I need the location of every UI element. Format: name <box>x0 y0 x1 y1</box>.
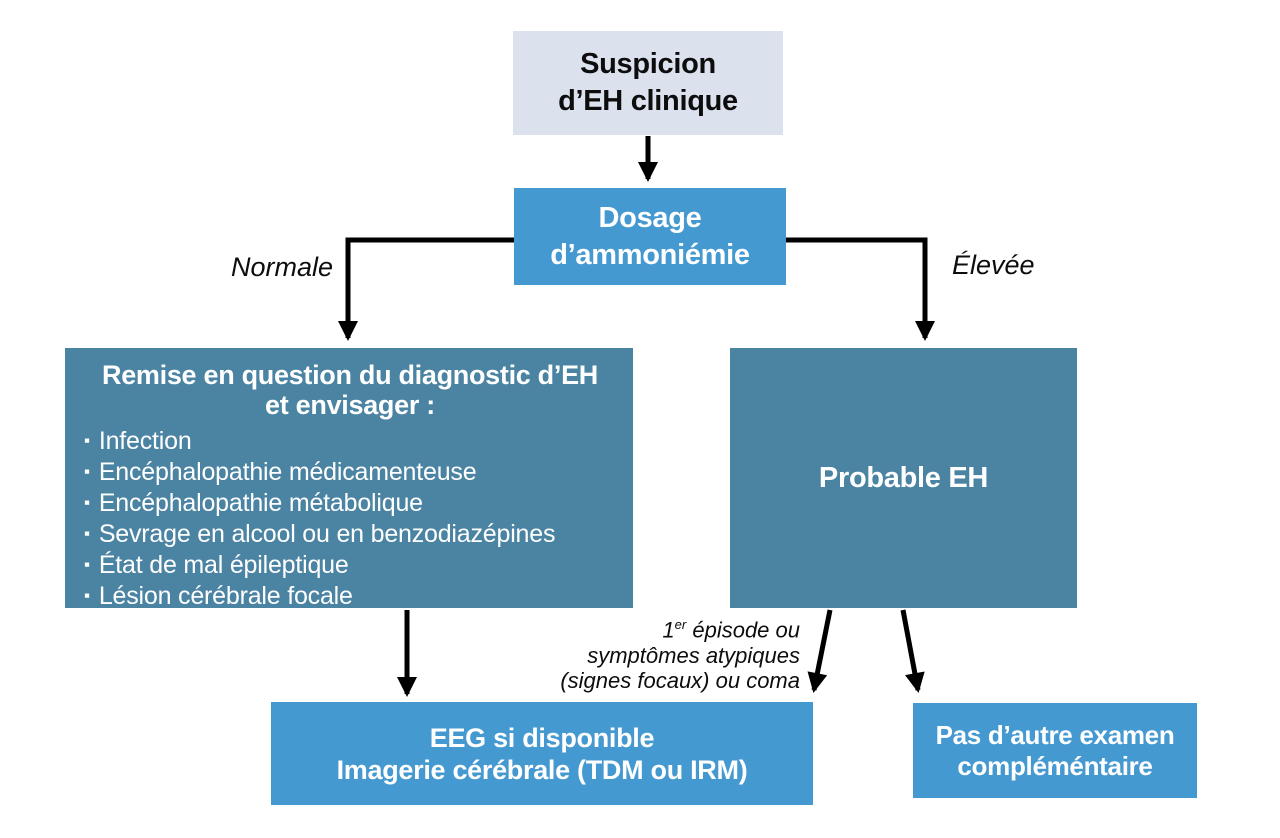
square-bullet-icon: ▪ <box>84 431 90 450</box>
no-exam-line1: Pas d’autre examen <box>935 719 1175 750</box>
eeg-box: EEG si disponible Imagerie cérébrale (TD… <box>271 702 813 805</box>
list-item: ▪ Sevrage en alcool ou en benzodiazépine… <box>81 520 619 551</box>
list-item-label: Encéphalopathie médicamenteuse <box>98 458 477 486</box>
episode-num: 1 <box>662 617 675 643</box>
reconsider-box: Remise en question du diagnostic d’EH et… <box>65 348 633 610</box>
list-item: ▪ État de mal épileptique <box>81 551 619 582</box>
square-bullet-icon: ▪ <box>84 462 90 481</box>
arrow-dosage-to-probable <box>786 237 935 341</box>
list-item-label: Lésion cérébrale focale <box>98 582 353 610</box>
dosage-line2: d’ammoniémie <box>550 238 750 271</box>
no-exam-box: Pas d’autre examen compléméntaire <box>913 703 1197 798</box>
dosage-line1: Dosage <box>598 201 702 234</box>
episode-label-line3: (signes focaux) ou coma <box>560 668 800 694</box>
episode-label-line2: symptômes atypiques <box>587 642 800 668</box>
reconsider-list: ▪ Infection ▪ Encéphalopathie médicament… <box>81 427 619 613</box>
square-bullet-icon: ▪ <box>84 493 90 512</box>
square-bullet-icon: ▪ <box>84 555 90 574</box>
list-item-label: Sevrage en alcool ou en benzodiazépines <box>98 520 556 548</box>
probable-eh-label: Probable EH <box>818 461 989 494</box>
edge-label-episode: 1er épisode ou symptômes atypiques (sign… <box>520 612 800 694</box>
eeg-line1: EEG si disponible <box>429 722 655 753</box>
episode-rest: épisode ou <box>686 617 800 643</box>
arrow-probable-to-eeg <box>807 609 833 693</box>
list-item-label: État de mal épileptique <box>98 551 349 579</box>
suspicion-line1: Suspicion <box>580 48 716 80</box>
edge-label-normale: Normale <box>230 252 333 282</box>
episode-label-line1: 1er épisode ou <box>520 612 800 643</box>
list-item: ▪ Encéphalopathie métabolique <box>81 489 619 520</box>
probable-eh-box: Probable EH <box>730 348 1077 608</box>
arrow-dosage-to-reconsider <box>338 237 514 341</box>
reconsider-title-line2: et envisager : <box>265 390 435 420</box>
list-item: ▪ Encéphalopathie médicamenteuse <box>81 458 619 489</box>
edge-label-elevee: Élevée <box>952 250 1035 280</box>
dosage-box: Dosage d’ammoniémie <box>514 188 786 285</box>
reconsider-title-line1: Remise en question du diagnostic d’EH <box>102 360 598 390</box>
list-item-label: Infection <box>98 427 192 455</box>
list-item: ▪ Lésion cérébrale focale <box>81 582 619 613</box>
arrow-probable-to-noexam <box>900 609 925 693</box>
square-bullet-icon: ▪ <box>84 586 90 605</box>
list-item-label: Encéphalopathie métabolique <box>98 489 423 517</box>
list-item: ▪ Infection <box>81 427 619 458</box>
suspicion-box: Suspicion d’EH clinique <box>513 31 783 135</box>
square-bullet-icon: ▪ <box>84 524 90 543</box>
no-exam-line2: compléméntaire <box>957 750 1153 781</box>
episode-sup: er <box>674 617 687 632</box>
suspicion-line2: d’EH clinique <box>558 85 738 117</box>
eeg-line2: Imagerie cérébrale (TDM ou IRM) <box>336 754 748 785</box>
